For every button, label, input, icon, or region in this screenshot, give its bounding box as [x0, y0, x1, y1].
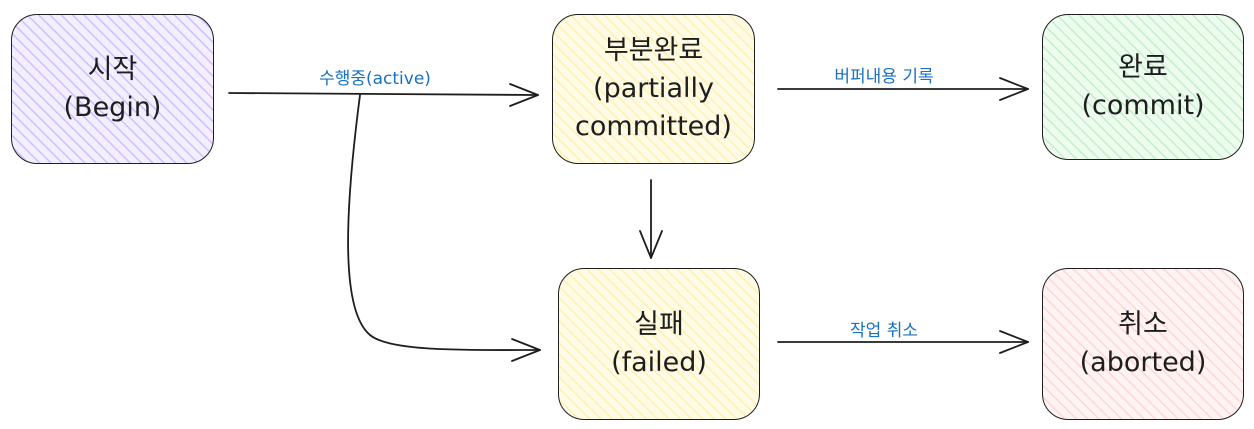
- edge-begin-to-partial: [228, 92, 539, 96]
- failed-node-subtitle: (failed): [611, 347, 707, 378]
- commit-node-fill: [1042, 14, 1244, 160]
- begin-node-title: 시작: [87, 54, 138, 85]
- arrowhead-failed-to-aborted: [999, 330, 1029, 354]
- commit-node-title: 완료: [1118, 52, 1168, 83]
- edge-label-cancel: 작업 취소: [850, 321, 918, 341]
- partial-node-subtitle-line2: committed): [575, 111, 732, 142]
- arrowhead-partial-to-commit: [999, 77, 1029, 101]
- edge-label-active: 수행중(active): [319, 69, 431, 89]
- partial-node-fill: [552, 14, 755, 164]
- begin-node: 시작 (Begin): [11, 14, 214, 164]
- aborted-node-subtitle: (aborted): [1079, 347, 1207, 378]
- begin-node-fill: [11, 14, 214, 164]
- partial-node-title: 부분완료: [603, 35, 704, 66]
- aborted-node-title: 취소: [1118, 309, 1168, 340]
- begin-node-subtitle: (Begin): [63, 92, 162, 123]
- failed-node-title: 실패: [634, 309, 684, 340]
- arrowhead-partial-to-failed: [639, 230, 663, 259]
- failed-node-fill: [558, 268, 760, 420]
- arrowhead-begin-to-failed: [511, 338, 541, 362]
- arrowhead-begin-to-partial: [509, 83, 539, 107]
- edge-begin-to-failed: [347, 94, 541, 351]
- aborted-node-fill: [1042, 268, 1244, 420]
- commit-node: 완료 (commit): [1042, 14, 1244, 160]
- commit-node-subtitle: (commit): [1081, 90, 1205, 121]
- edge-label-buffer: 버퍼내용 기록: [834, 67, 934, 87]
- partial-node: 부분완료 (partially committed): [552, 14, 755, 164]
- failed-node: 실패 (failed): [558, 268, 760, 420]
- partial-node-subtitle-line1: (partially: [593, 73, 714, 104]
- aborted-node: 취소 (aborted): [1042, 268, 1244, 420]
